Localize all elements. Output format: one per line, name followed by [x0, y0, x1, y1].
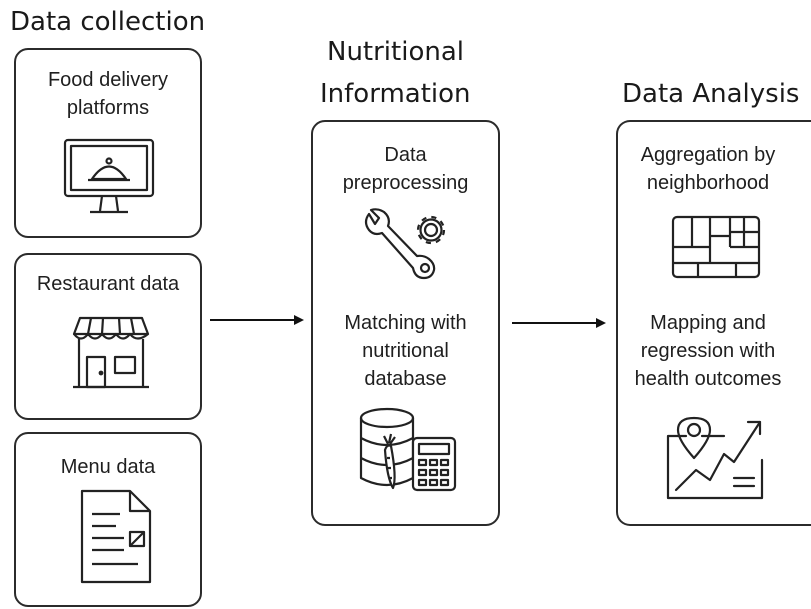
menu-data-label: Menu data	[60, 456, 156, 478]
food-delivery-label-line-2: platforms	[66, 97, 150, 119]
matching-label-line-2: nutritional	[362, 340, 449, 362]
food-delivery-box: Food delivery platforms	[14, 48, 202, 238]
wrench-gear-icon	[364, 208, 446, 280]
nutrition-heading-line-2: Information	[320, 79, 471, 109]
preprocessing-label-line-1: Data	[384, 144, 427, 166]
collection-heading: Data collection	[10, 7, 206, 37]
analysis-heading: Data Analysis	[622, 79, 800, 109]
nutrition-heading-line-1: Nutritional	[327, 37, 464, 67]
database-carrot-calculator-icon	[359, 407, 457, 492]
mapping-label-line-1: Mapping and	[650, 312, 766, 334]
nutrition-box: Data preprocessing Matching with nutriti…	[311, 120, 500, 526]
mapping-label-line-3: health outcomes	[634, 368, 782, 390]
restaurant-data-box: Restaurant data	[14, 253, 202, 420]
storefront-icon	[72, 316, 150, 389]
map-trend-icon	[666, 416, 764, 500]
analysis-box: Aggregation by neighborhood Mapping and …	[616, 120, 811, 526]
food-delivery-label-line-1: Food delivery	[47, 69, 169, 91]
neighborhood-grid-icon	[671, 215, 761, 279]
flow-arrow-collection-to-nutrition	[210, 315, 304, 325]
aggregation-label-line-1: Aggregation by	[640, 144, 776, 166]
monitor-cloche-icon	[63, 138, 155, 214]
restaurant-data-label: Restaurant data	[36, 273, 180, 295]
menu-document-icon	[80, 489, 152, 584]
matching-label-line-1: Matching with	[344, 312, 467, 334]
flow-arrow-nutrition-to-analysis	[512, 318, 606, 328]
preprocessing-label-line-2: preprocessing	[342, 172, 469, 194]
aggregation-label-line-2: neighborhood	[646, 172, 770, 194]
menu-data-box: Menu data	[14, 432, 202, 607]
mapping-label-line-2: regression with	[640, 340, 776, 362]
matching-label-line-3: database	[364, 368, 447, 390]
